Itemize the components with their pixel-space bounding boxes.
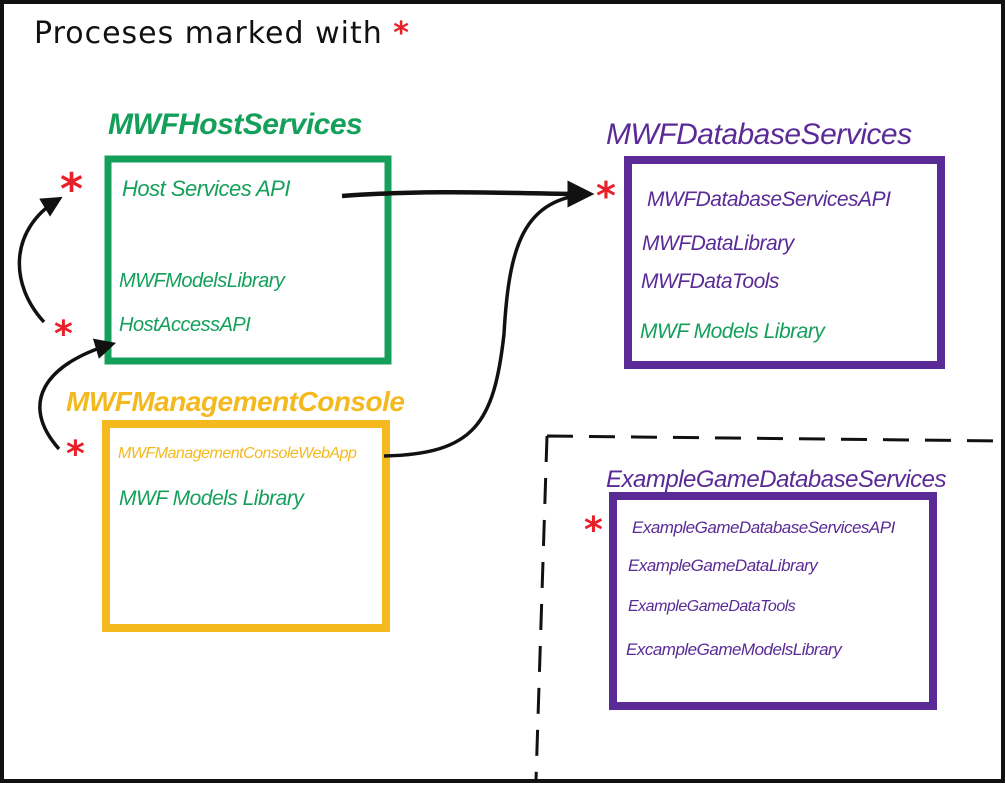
example-models-library-item: ExcampleGameModelsLibrary [626,640,842,659]
legend-text: Proceses marked with [34,16,383,51]
example-game-database-box [609,492,937,710]
marker-host-access-api: * [54,314,73,355]
db-data-tools-item: MWFDataTools [641,270,779,293]
example-data-tools-item: ExampleGameDataTools [628,598,796,615]
arrow-console-to-db [383,192,590,458]
arrow-hostservices-to-db [341,180,595,208]
diagram-graphics [17,155,1005,781]
marker-console-webapp: * [66,434,85,475]
host-services-api-item: Host Services API [122,176,290,201]
arrow-console-to-hostaccess [38,338,117,451]
database-services-box [624,156,945,369]
marker-db-services-api: * [596,174,616,218]
management-console-title: MWFManagementConsole [66,386,405,417]
host-models-library-item: MWFModelsLibrary [119,270,285,292]
host-services-title: MWFHostServices [108,108,363,141]
marker-host-services-api: * [60,164,84,215]
management-console-box [102,420,390,632]
arrow-hostaccess-to-hostservices [17,196,63,324]
db-models-library-item: MWF Models Library [640,320,825,343]
host-access-api-item: HostAccessAPI [119,314,251,336]
db-data-library-item: MWFDataLibrary [642,232,794,255]
host-services-box [104,155,392,365]
example-data-library-item: ExampleGameDataLibrary [628,556,818,575]
db-services-api-item: MWFDatabaseServicesAPI [647,188,891,211]
console-webapp-item: MWFManagementConsoleWebApp [118,445,357,462]
dashed-partition [534,434,1005,781]
database-services-title: MWFDatabaseServices [606,118,912,151]
example-db-title: ExampleGameDatabaseServices [606,466,947,493]
legend-marker: * [393,16,410,51]
console-models-library-item: MWF Models Library [119,487,304,510]
marker-example-db-api: * [584,510,603,551]
legend-note: Proceses marked with * [34,16,410,51]
example-db-api-item: ExampleGameDatabaseServicesAPI [632,518,895,537]
